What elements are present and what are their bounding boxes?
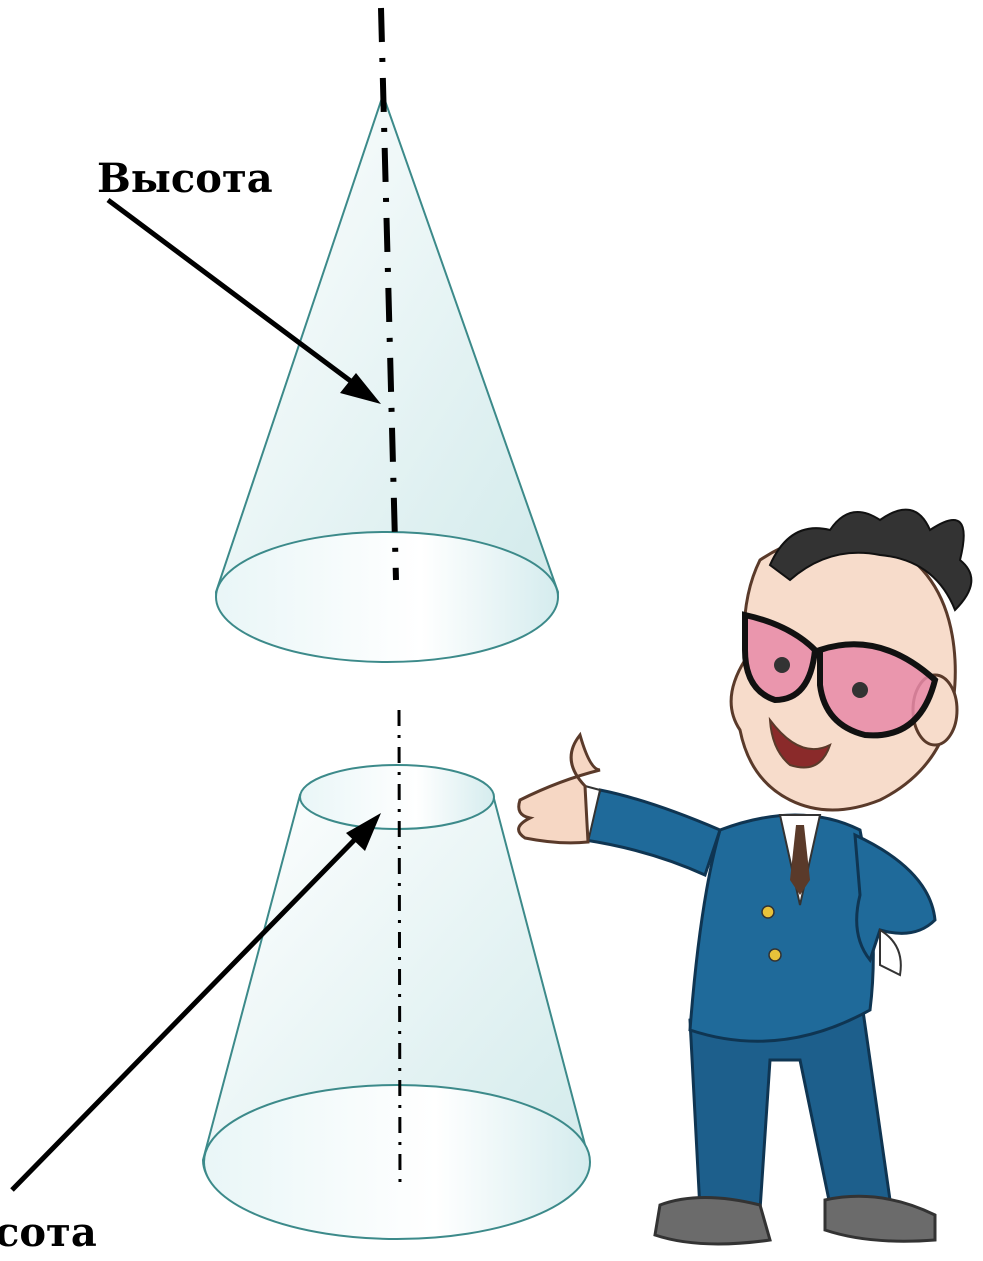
frustum-height-arrow (10, 813, 381, 1192)
frustum-bottom-base (203, 1084, 591, 1240)
cone-height-label: Высота (97, 155, 273, 202)
frustum-height-label: сота (0, 1209, 97, 1256)
cone (214, 91, 560, 663)
cone-axis (378, 7, 399, 581)
cone-height-arrow (106, 197, 381, 404)
frustum-top-base (299, 764, 495, 830)
frustum (201, 764, 591, 1240)
frustum-axis (397, 709, 402, 1191)
cartoon-professor-icon (517, 508, 973, 1246)
cone-base (215, 531, 559, 663)
